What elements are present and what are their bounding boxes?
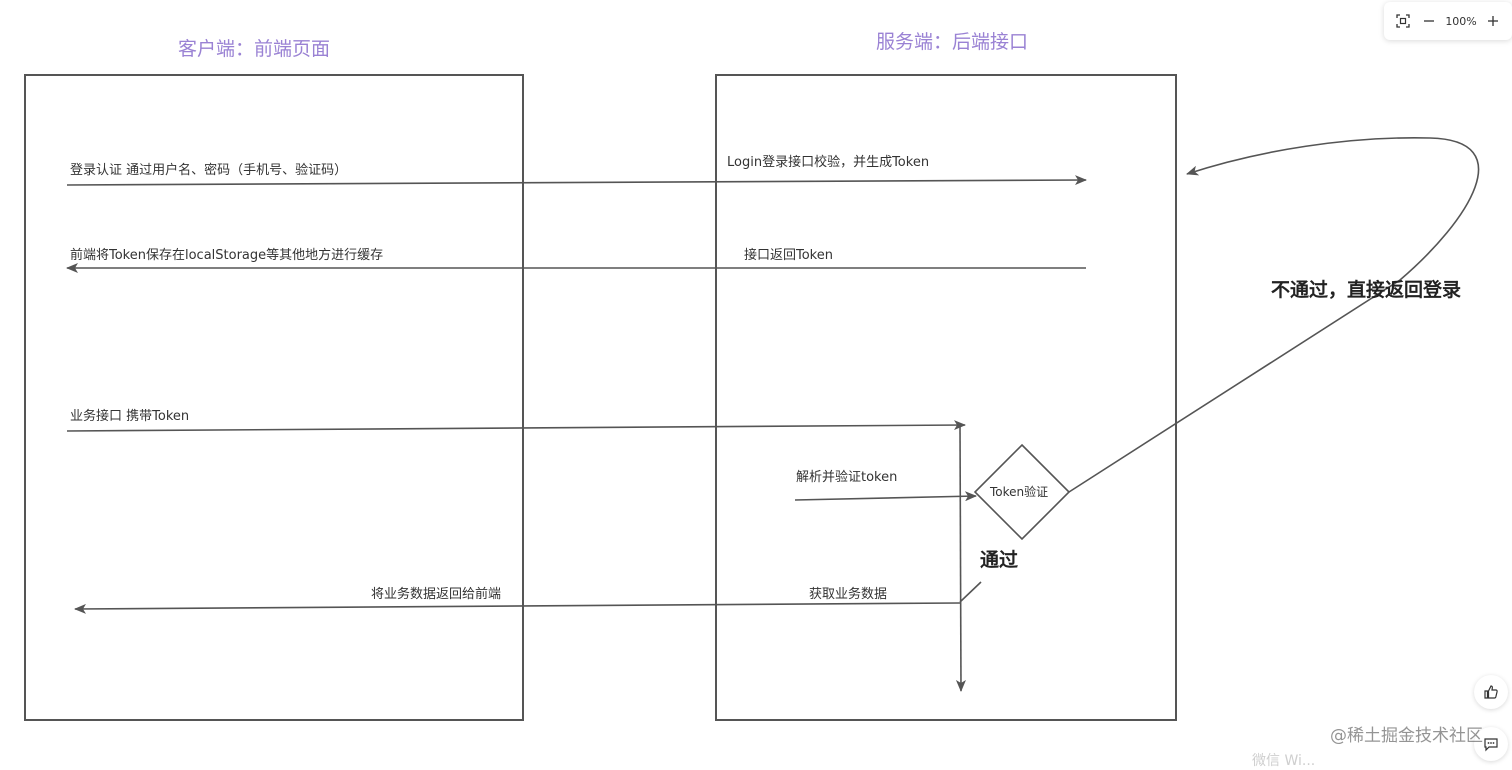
business-request-arrow <box>66 420 966 432</box>
frontend-cache-label: 前端将Token保存在localStorage等其他地方进行缓存 <box>70 248 384 263</box>
token-verify-label: Token验证 <box>990 485 1049 499</box>
client-box <box>24 74 524 721</box>
return-data-label: 将业务数据返回给前端 <box>371 587 502 602</box>
fail-return-curve <box>1068 137 1480 493</box>
zoom-level: 100% <box>1445 14 1477 28</box>
get-data-label: 获取业务数据 <box>809 587 888 602</box>
business-api-label: 业务接口 携带Token <box>70 409 190 424</box>
like-button[interactable] <box>1474 675 1508 709</box>
parse-verify-arrow <box>794 491 977 502</box>
pass-connector <box>959 581 982 603</box>
parse-verify-label: 解析并验证token <box>796 470 898 485</box>
zoom-out-icon[interactable] <box>1419 11 1439 31</box>
zoom-control: 100% <box>1384 2 1512 40</box>
return-token-label: 接口返回Token <box>744 248 833 263</box>
data-return-arrow <box>74 602 961 614</box>
thumbs-up-icon <box>1484 685 1498 699</box>
comment-icon <box>1484 738 1498 752</box>
watermark-partial: 微信 Wi... <box>1252 753 1316 769</box>
vertical-flow-arrow <box>955 424 966 692</box>
watermark: @稀土掘金技术社区 <box>1330 726 1483 746</box>
login-request-arrow <box>66 175 1087 186</box>
fit-screen-icon[interactable] <box>1393 11 1413 31</box>
client-heading: 客户端：前端页面 <box>178 38 331 60</box>
server-heading: 服务端：后端接口 <box>876 31 1029 53</box>
pass-label: 通过 <box>980 549 1019 571</box>
server-box <box>715 74 1177 721</box>
login-check-label: Login登录接口校验，并生成Token <box>727 155 930 170</box>
comment-button[interactable] <box>1474 727 1508 761</box>
login-auth-label: 登录认证 通过用户名、密码（手机号、验证码） <box>70 163 348 178</box>
zoom-in-icon[interactable] <box>1483 11 1503 31</box>
token-verify-diamond <box>973 443 1071 541</box>
fail-label: 不通过，直接返回登录 <box>1271 279 1462 301</box>
